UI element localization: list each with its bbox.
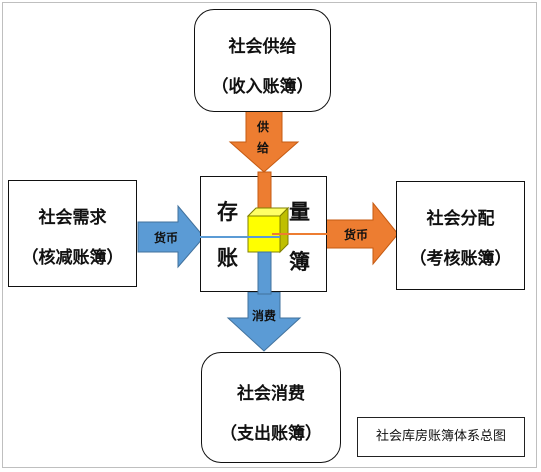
center-char-4: 簿 (289, 250, 310, 274)
distribution-arrow (325, 201, 399, 266)
consumption-node-title: 社会消费 (237, 384, 305, 404)
distribution-node: 社会分配 （考核账簿） (396, 181, 525, 290)
demand-node-subtitle: （核减账簿） (21, 248, 124, 268)
cube-side-face (279, 206, 289, 254)
supply-node-subtitle: （收入账簿） (211, 77, 314, 97)
demand-node: 社会需求 （核减账簿） (8, 180, 137, 287)
supply-arrow-label-1: 供 (256, 119, 269, 134)
consumption-arrow-label: 消费 (252, 308, 276, 323)
consumption-node-subtitle: （支出账簿） (220, 424, 322, 444)
demand-node-title: 社会需求 (38, 208, 107, 228)
supply-arrow-label-2: 给 (257, 140, 269, 155)
demand-arrow (137, 204, 205, 269)
center-char-3: 账 (217, 246, 238, 270)
center-char-2: 量 (289, 200, 310, 224)
diagram-frame (2, 2, 537, 468)
consumption-inner-shaft (257, 251, 272, 295)
consumption-node: 社会消费 （支出账簿） (201, 352, 341, 463)
supply-node-title: 社会供给 (228, 37, 297, 57)
legend-caption: 社会库房账簿体系总图 (357, 417, 525, 457)
distribution-node-title: 社会分配 (426, 209, 495, 229)
distribution-arrow-label: 货币 (344, 227, 368, 242)
supply-arrow (228, 109, 300, 173)
center-char-1: 存 (217, 200, 238, 224)
supply-node: 社会供给 （收入账簿） (194, 9, 331, 112)
distribution-node-subtitle: （考核账簿） (409, 249, 512, 269)
supply-inner-shaft (257, 171, 272, 211)
consumption-arrow (226, 291, 302, 352)
demand-arrow-label: 货币 (154, 230, 178, 245)
